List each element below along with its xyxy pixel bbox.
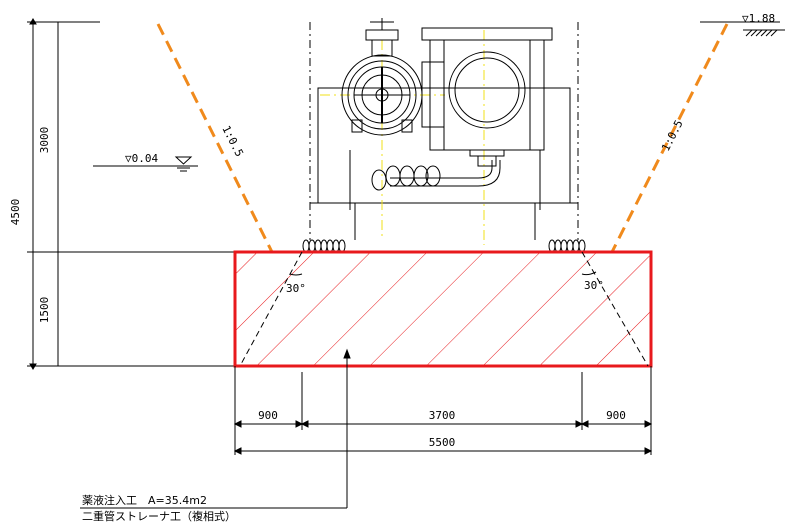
- injection-zone-border: [233, 250, 653, 368]
- dim-middle-width: 3700: [429, 409, 456, 422]
- note-line1: 薬液注入工 A=35.4m2: [82, 493, 207, 507]
- dim-right-width: 900: [606, 409, 626, 422]
- injection-zone-hatch: [235, 252, 651, 366]
- slope-left-label: 1:0.5: [219, 123, 246, 158]
- dim-total-width: 5500: [429, 436, 456, 449]
- ground-symbol: [743, 29, 785, 37]
- angle-right-label: 30°: [584, 279, 604, 292]
- dim-left-width: 900: [258, 409, 278, 422]
- centerlines: [320, 30, 485, 245]
- angle-arcs: [289, 271, 597, 276]
- horizontal-dimensions: [233, 366, 653, 455]
- note-line2: 二重管ストレーナ工（複相式）: [82, 509, 236, 523]
- dim-lower-height: 1500: [38, 297, 51, 324]
- ground-level-label: ▽1.88: [742, 12, 775, 25]
- angle-lines: [239, 251, 649, 367]
- vertical-dimensions: [27, 18, 235, 370]
- note-leader: [80, 348, 351, 509]
- water-level-symbol: [174, 156, 193, 172]
- tank-drawing: [421, 27, 553, 167]
- dim-total-height: 4500: [9, 199, 22, 226]
- excavation-slopes: [156, 23, 729, 253]
- valve-drawing: [341, 18, 445, 136]
- angle-left-label: 30°: [286, 282, 306, 295]
- water-level-label: ▽0.04: [125, 152, 158, 165]
- dim-upper-height: 3000: [38, 127, 51, 154]
- pipe-drawing: [371, 160, 501, 191]
- slope-right-label: 1:0.5: [659, 118, 686, 153]
- pile-groups: [302, 239, 586, 253]
